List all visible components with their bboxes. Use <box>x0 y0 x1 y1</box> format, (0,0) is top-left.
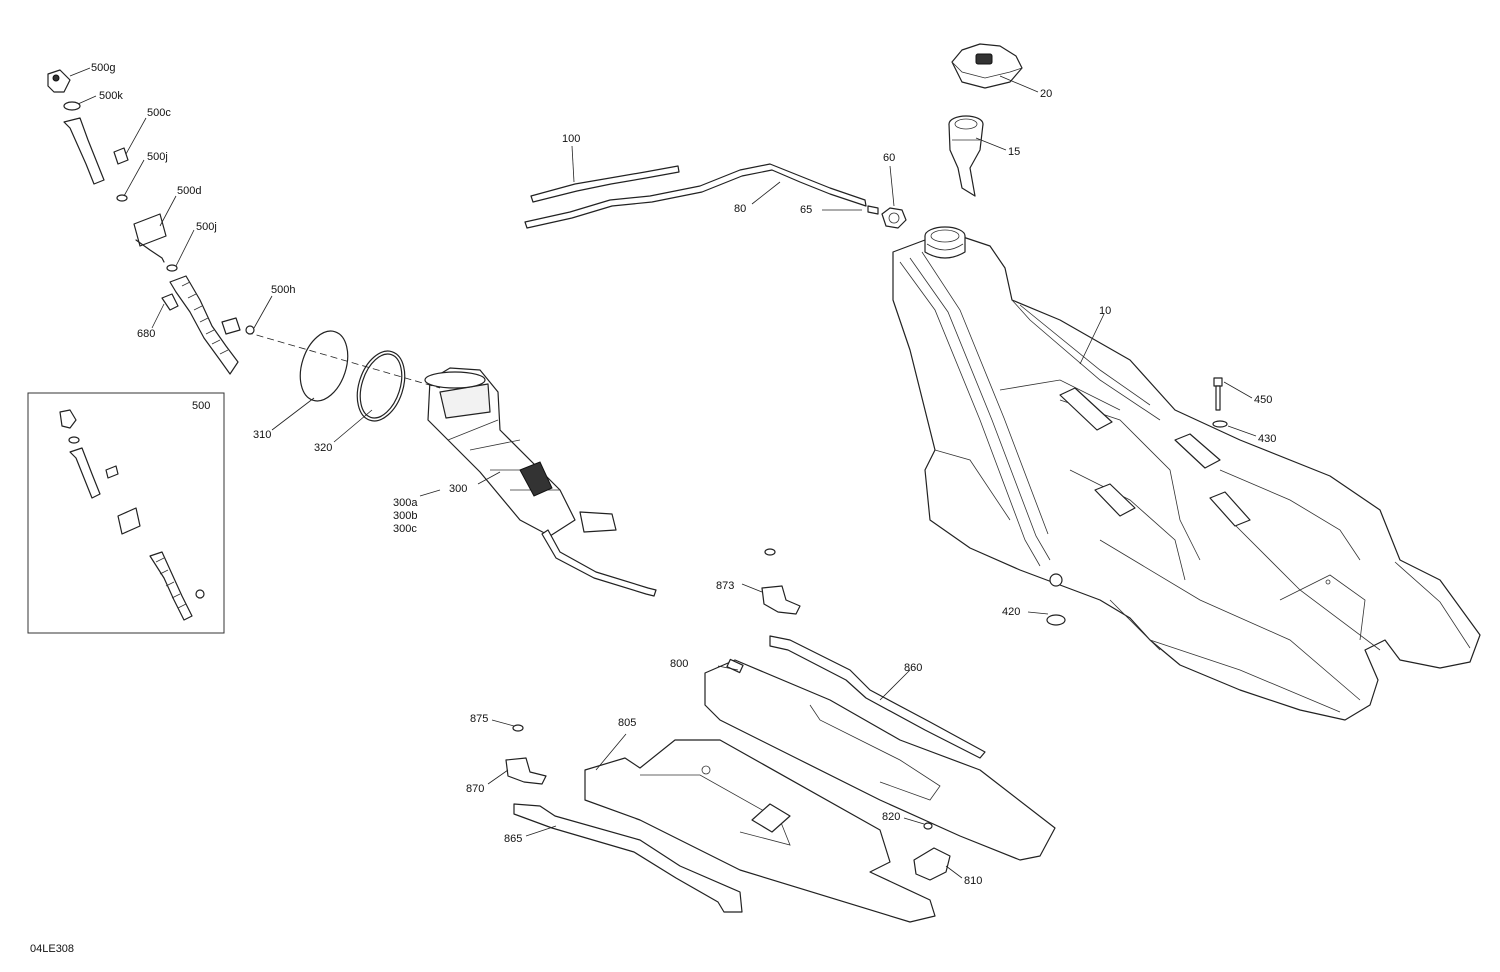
bolt-450 <box>1213 377 1223 411</box>
vent-lines <box>524 163 867 229</box>
fuel-tank <box>892 226 1481 721</box>
callout-10: 10 <box>1099 305 1111 317</box>
pump-rings <box>299 330 406 422</box>
callout-873: 873 <box>716 580 734 592</box>
clip-873 <box>761 548 801 615</box>
callout-300: 300 <box>449 483 467 495</box>
clip-810 <box>913 822 951 881</box>
callout-800: 800 <box>670 658 688 670</box>
callout-15: 15 <box>1008 146 1020 158</box>
callout-500c: 500c <box>147 107 171 119</box>
callout-430: 430 <box>1258 433 1276 445</box>
drawing-code: 04LE308 <box>30 943 74 955</box>
callout-805: 805 <box>618 717 636 729</box>
callout-450: 450 <box>1254 394 1272 406</box>
callout-875: 875 <box>470 713 488 725</box>
callout-300b: 300b <box>393 510 417 522</box>
callout-865: 865 <box>504 833 522 845</box>
callout-870: 870 <box>466 783 484 795</box>
callout-820: 820 <box>882 811 900 823</box>
callout-80: 80 <box>734 203 746 215</box>
callout-500k: 500k <box>99 90 123 102</box>
callout-60: 60 <box>883 152 895 164</box>
callout-860: 860 <box>904 662 922 674</box>
assembly-axis-line <box>245 331 441 389</box>
callout-810: 810 <box>964 875 982 887</box>
fuel-pump <box>424 367 657 597</box>
clip-870 <box>505 724 547 785</box>
heat-shield-800 <box>704 658 1056 861</box>
callout-500g: 500g <box>91 62 115 74</box>
fuel-cap <box>951 43 1023 89</box>
inset-label: 500 <box>192 400 210 412</box>
callout-20: 20 <box>1040 88 1052 100</box>
callout-420: 420 <box>1002 606 1020 618</box>
callout-100: 100 <box>562 133 580 145</box>
callout-500j: 500j <box>147 151 168 163</box>
callout-300c: 300c <box>393 523 417 535</box>
callout-labels: 500g 500k 500c 500j 500d 500j 500h 680 3… <box>30 62 1276 955</box>
callout-310: 310 <box>253 429 271 441</box>
washer-430 <box>1212 420 1228 428</box>
vent-fittings <box>867 205 907 229</box>
callout-65: 65 <box>800 204 812 216</box>
bracket-865 <box>513 803 743 913</box>
inset-box <box>27 392 225 634</box>
grommet-420 <box>1046 614 1066 626</box>
callout-320: 320 <box>314 442 332 454</box>
callout-500d: 500d <box>177 185 201 197</box>
leader-lines <box>69 67 1257 879</box>
callout-300a: 300a <box>393 497 418 509</box>
callout-680: 680 <box>137 328 155 340</box>
fuel-filter-hose-assembly <box>47 69 255 375</box>
filler-neck-hose <box>948 115 984 197</box>
callout-500h: 500h <box>271 284 295 296</box>
bracket-860 <box>769 635 986 759</box>
heat-shield-805 <box>584 739 936 923</box>
callout-500j: 500j <box>196 221 217 233</box>
